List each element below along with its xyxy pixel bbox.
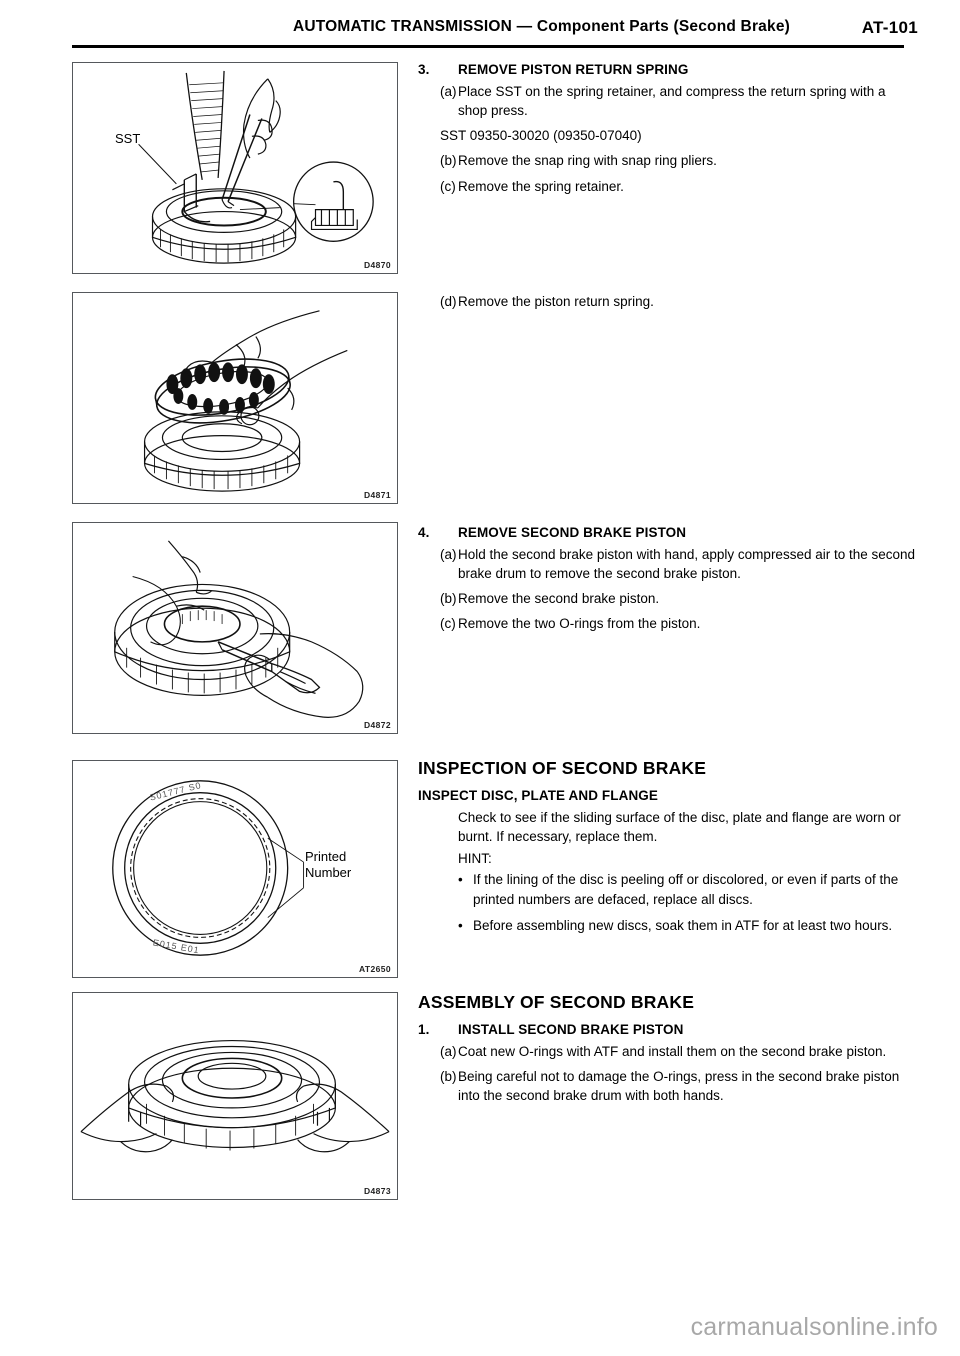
- assembly-step-1-title: INSTALL SECOND BRAKE PISTON: [458, 1022, 684, 1037]
- step-3-item-c-mark: (c): [440, 178, 456, 194]
- step-3-number: 3.: [418, 62, 430, 77]
- step-3-sst-line: SST 09350-30020 (09350-07040): [440, 128, 642, 144]
- step-3-item-a-mark: (a): [440, 84, 457, 99]
- page-header: AUTOMATIC TRANSMISSION — Component Parts…: [0, 18, 960, 52]
- figure-sst-press: SST D4870: [72, 62, 398, 274]
- step-4-item-c-text: Remove the two O-rings from the piston.: [458, 616, 701, 632]
- step-4-item-c: (c) Remove the two O-rings from the pist…: [418, 614, 918, 633]
- figure-code: D4870: [363, 260, 391, 270]
- step-3-item-a: (a) Place SST on the spring retainer, an…: [418, 82, 918, 120]
- assembly-step-1-item-a-mark: (a): [440, 1044, 457, 1059]
- step-4-block: 4. REMOVE SECOND BRAKE PISTON (a) Hold t…: [418, 525, 918, 640]
- header-rule: [72, 45, 904, 48]
- figure-code: AT2650: [358, 964, 391, 974]
- figure-code: D4871: [363, 490, 391, 500]
- figure-sst-press-art: [138, 70, 374, 264]
- figure-install-piston: D4873: [72, 992, 398, 1200]
- step-4-item-b-text: Remove the second brake piston.: [458, 591, 660, 607]
- figure-disc-printed-number: S01777 S0 E015 E01 Printed Number AT2650: [72, 760, 398, 978]
- site-watermark: carmanualsonline.info: [690, 1313, 938, 1341]
- inspection-hint-bullet-2: • Before assembling new discs, soak them…: [418, 916, 918, 935]
- inspection-hint-label: HINT:: [458, 851, 492, 867]
- svg-text:E015 E01: E015 E01: [152, 937, 200, 955]
- figure-remove-piston: D4872: [72, 522, 398, 734]
- inspection-hint-bullet-1-text: If the lining of the disc is peeling off…: [473, 872, 899, 907]
- assembly-step-1-item-b: (b) Being careful not to damage the O-ri…: [418, 1067, 918, 1105]
- step-4-item-c-mark: (c): [440, 616, 456, 632]
- inspection-hint-bullet-1: • If the lining of the disc is peeling o…: [418, 870, 918, 908]
- assembly-block: ASSEMBLY OF SECOND BRAKE 1. INSTALL SECO…: [418, 992, 918, 1111]
- assembly-step-1-item-b-mark: (b): [440, 1069, 457, 1085]
- figure-sst-label: SST: [115, 131, 141, 146]
- header-title-group: AUTOMATIC TRANSMISSION — Component Parts…: [0, 18, 790, 36]
- step-3-item-b-text: Remove the snap ring with snap ring plie…: [458, 153, 717, 169]
- step-4-item-a: (a) Hold the second brake piston with ha…: [418, 545, 918, 583]
- step-3-item-c: (c) Remove the spring retainer.: [418, 177, 918, 196]
- figure-code: D4872: [363, 720, 391, 730]
- step-3-item-b: (b) Remove the snap ring with snap ring …: [418, 151, 918, 170]
- step-4-item-a-text: Hold the second brake piston with hand, …: [458, 547, 916, 582]
- assembly-step-1-item-a: (a) Coat new O-rings with ATF and instal…: [418, 1042, 918, 1061]
- inspection-block: INSPECTION OF SECOND BRAKE INSPECT DISC,…: [418, 758, 918, 942]
- header-subject: Component Parts (Second Brake): [536, 18, 790, 35]
- inspection-subheading: INSPECT DISC, PLATE AND FLANGE: [418, 788, 659, 803]
- assembly-step-1-item-b-text: Being careful not to damage the O-rings,…: [458, 1069, 900, 1104]
- inspection-hint-bullet-2-text: Before assembling new discs, soak them i…: [473, 917, 893, 933]
- step-3-item-c-text: Remove the spring retainer.: [458, 178, 624, 194]
- step-3-block: 3. REMOVE PISTON RETURN SPRING (a) Place…: [418, 62, 918, 202]
- step-4-item-b: (b) Remove the second brake piston.: [418, 589, 918, 608]
- assembly-step-1-number: 1.: [418, 1022, 430, 1037]
- step-4-title: REMOVE SECOND BRAKE PISTON: [458, 525, 687, 540]
- step-4-heading: 4. REMOVE SECOND BRAKE PISTON: [418, 525, 918, 540]
- step-4-number: 4.: [418, 525, 430, 540]
- header-dash: —: [516, 18, 533, 35]
- bullet-icon: •: [458, 872, 463, 888]
- step-3-item-d: (d) Remove the piston return spring.: [418, 292, 918, 311]
- step-4-item-a-mark: (a): [440, 547, 457, 562]
- assembly-step-1-heading: 1. INSTALL SECOND BRAKE PISTON: [418, 1022, 918, 1037]
- figure-install-piston-art: [80, 1039, 390, 1153]
- step-3-item-d-text: Remove the piston return spring.: [458, 294, 654, 309]
- page-number: AT-101: [861, 18, 918, 37]
- inspection-heading: INSPECTION OF SECOND BRAKE: [418, 758, 707, 778]
- figure-disc-printed-number-art: S01777 S0 E015 E01: [112, 780, 305, 956]
- step-3-item-d-mark: (d): [440, 294, 457, 309]
- figure-code: D4873: [363, 1186, 391, 1196]
- step-3-item-a-text: Place SST on the spring retainer, and co…: [458, 84, 886, 119]
- step-3-item-b-mark: (b): [440, 153, 457, 169]
- inspection-body: Check to see if the sliding surface of t…: [458, 810, 901, 845]
- bullet-icon: •: [458, 917, 463, 933]
- step-3-item-d-block: (d) Remove the piston return spring.: [418, 292, 918, 317]
- figure-printed-number-label: Printed Number: [305, 849, 352, 881]
- figure-remove-piston-art: [114, 540, 364, 718]
- figure-remove-return-spring-art: [143, 310, 348, 492]
- step-4-item-b-mark: (b): [440, 591, 457, 607]
- step-3-title: REMOVE PISTON RETURN SPRING: [458, 62, 689, 77]
- header-section: AUTOMATIC TRANSMISSION: [292, 18, 513, 35]
- step-3-heading: 3. REMOVE PISTON RETURN SPRING: [418, 62, 918, 77]
- assembly-heading: ASSEMBLY OF SECOND BRAKE: [418, 992, 695, 1012]
- assembly-step-1-item-a-text: Coat new O-rings with ATF and install th…: [458, 1044, 887, 1059]
- figure-remove-return-spring: D4871: [72, 292, 398, 504]
